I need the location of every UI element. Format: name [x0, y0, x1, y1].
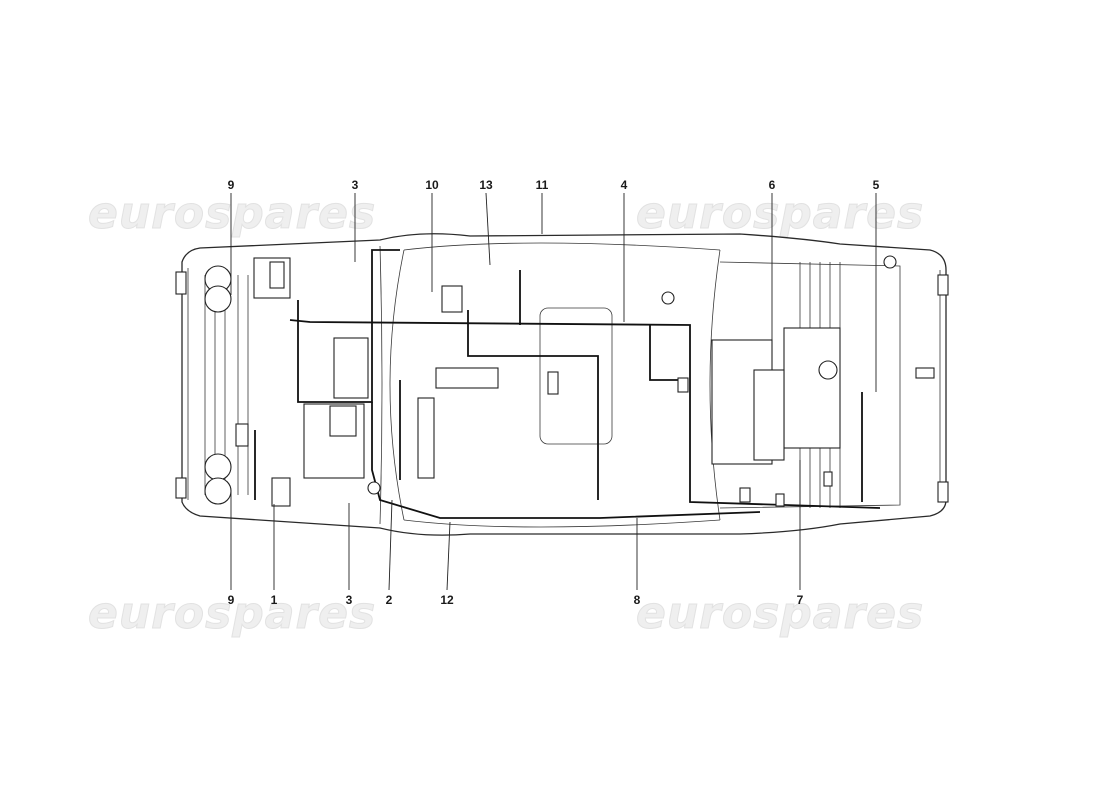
watermark-top-right: eurospares: [636, 188, 924, 239]
callout-3-top: 3: [352, 178, 359, 192]
wiring-harness: [254, 249, 881, 519]
callout-8: 8: [634, 593, 641, 607]
callout-5: 5: [873, 178, 880, 192]
callout-10: 10: [425, 178, 439, 192]
callout-4: 4: [621, 178, 628, 192]
callout-7: 7: [797, 593, 804, 607]
callout-13: 13: [479, 178, 493, 192]
callout-9-bottom: 9: [228, 593, 235, 607]
callout-9-top: 9: [228, 178, 235, 192]
callout-1: 1: [271, 593, 278, 607]
car-body: [175, 233, 949, 536]
watermark-top-left: eurospares: [88, 188, 376, 239]
leader-lines: [230, 192, 877, 591]
callouts-bottom: 9 1 3 2 12 8 7: [228, 593, 804, 607]
callout-2: 2: [386, 593, 393, 607]
components: [235, 255, 935, 507]
callouts-top: 9 3 10 13 11 4 6 5: [228, 178, 880, 192]
watermark-bottom-right: eurospares: [636, 588, 924, 639]
callout-11: 11: [536, 178, 549, 192]
callout-6: 6: [769, 178, 776, 192]
watermark-bottom-left: eurospares: [88, 588, 376, 639]
callout-3-bottom: 3: [346, 593, 353, 607]
callout-12: 12: [440, 593, 454, 607]
